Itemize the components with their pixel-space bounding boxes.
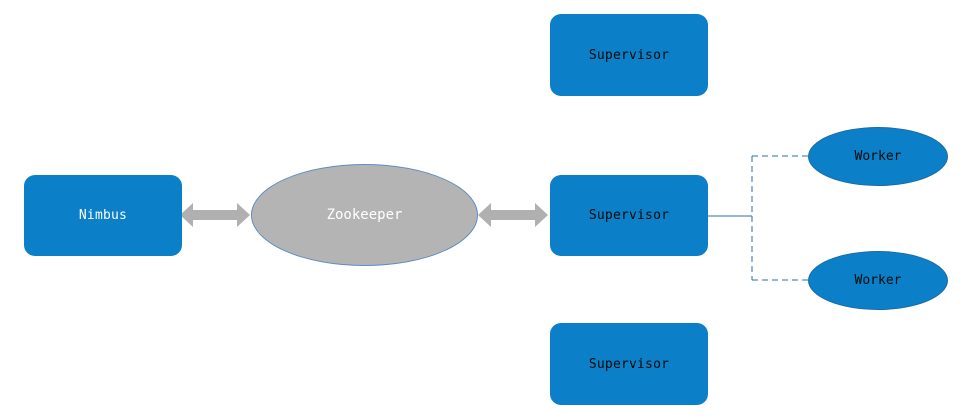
zookeeper-label: Zookeeper bbox=[326, 207, 403, 223]
worker-node-top: Worker bbox=[808, 127, 948, 186]
supervisor-node-top: Supervisor bbox=[550, 14, 708, 96]
worker-label: Worker bbox=[854, 149, 902, 164]
worker-node-bottom: Worker bbox=[808, 251, 948, 310]
nimbus-label: Nimbus bbox=[78, 208, 128, 223]
supervisor-label: Supervisor bbox=[588, 356, 670, 372]
nimbus-node: Nimbus bbox=[24, 175, 182, 256]
nimbus-zookeeper-arrow bbox=[180, 203, 250, 227]
supervisor-node-middle: Supervisor bbox=[550, 175, 708, 256]
worker-label: Worker bbox=[854, 273, 902, 288]
supervisor-label: Supervisor bbox=[588, 47, 670, 63]
supervisor-node-bottom: Supervisor bbox=[550, 323, 708, 405]
supervisor-label: Supervisor bbox=[588, 208, 670, 223]
zookeeper-supervisor-arrow bbox=[478, 203, 548, 227]
zookeeper-node: Zookeeper bbox=[251, 164, 478, 266]
